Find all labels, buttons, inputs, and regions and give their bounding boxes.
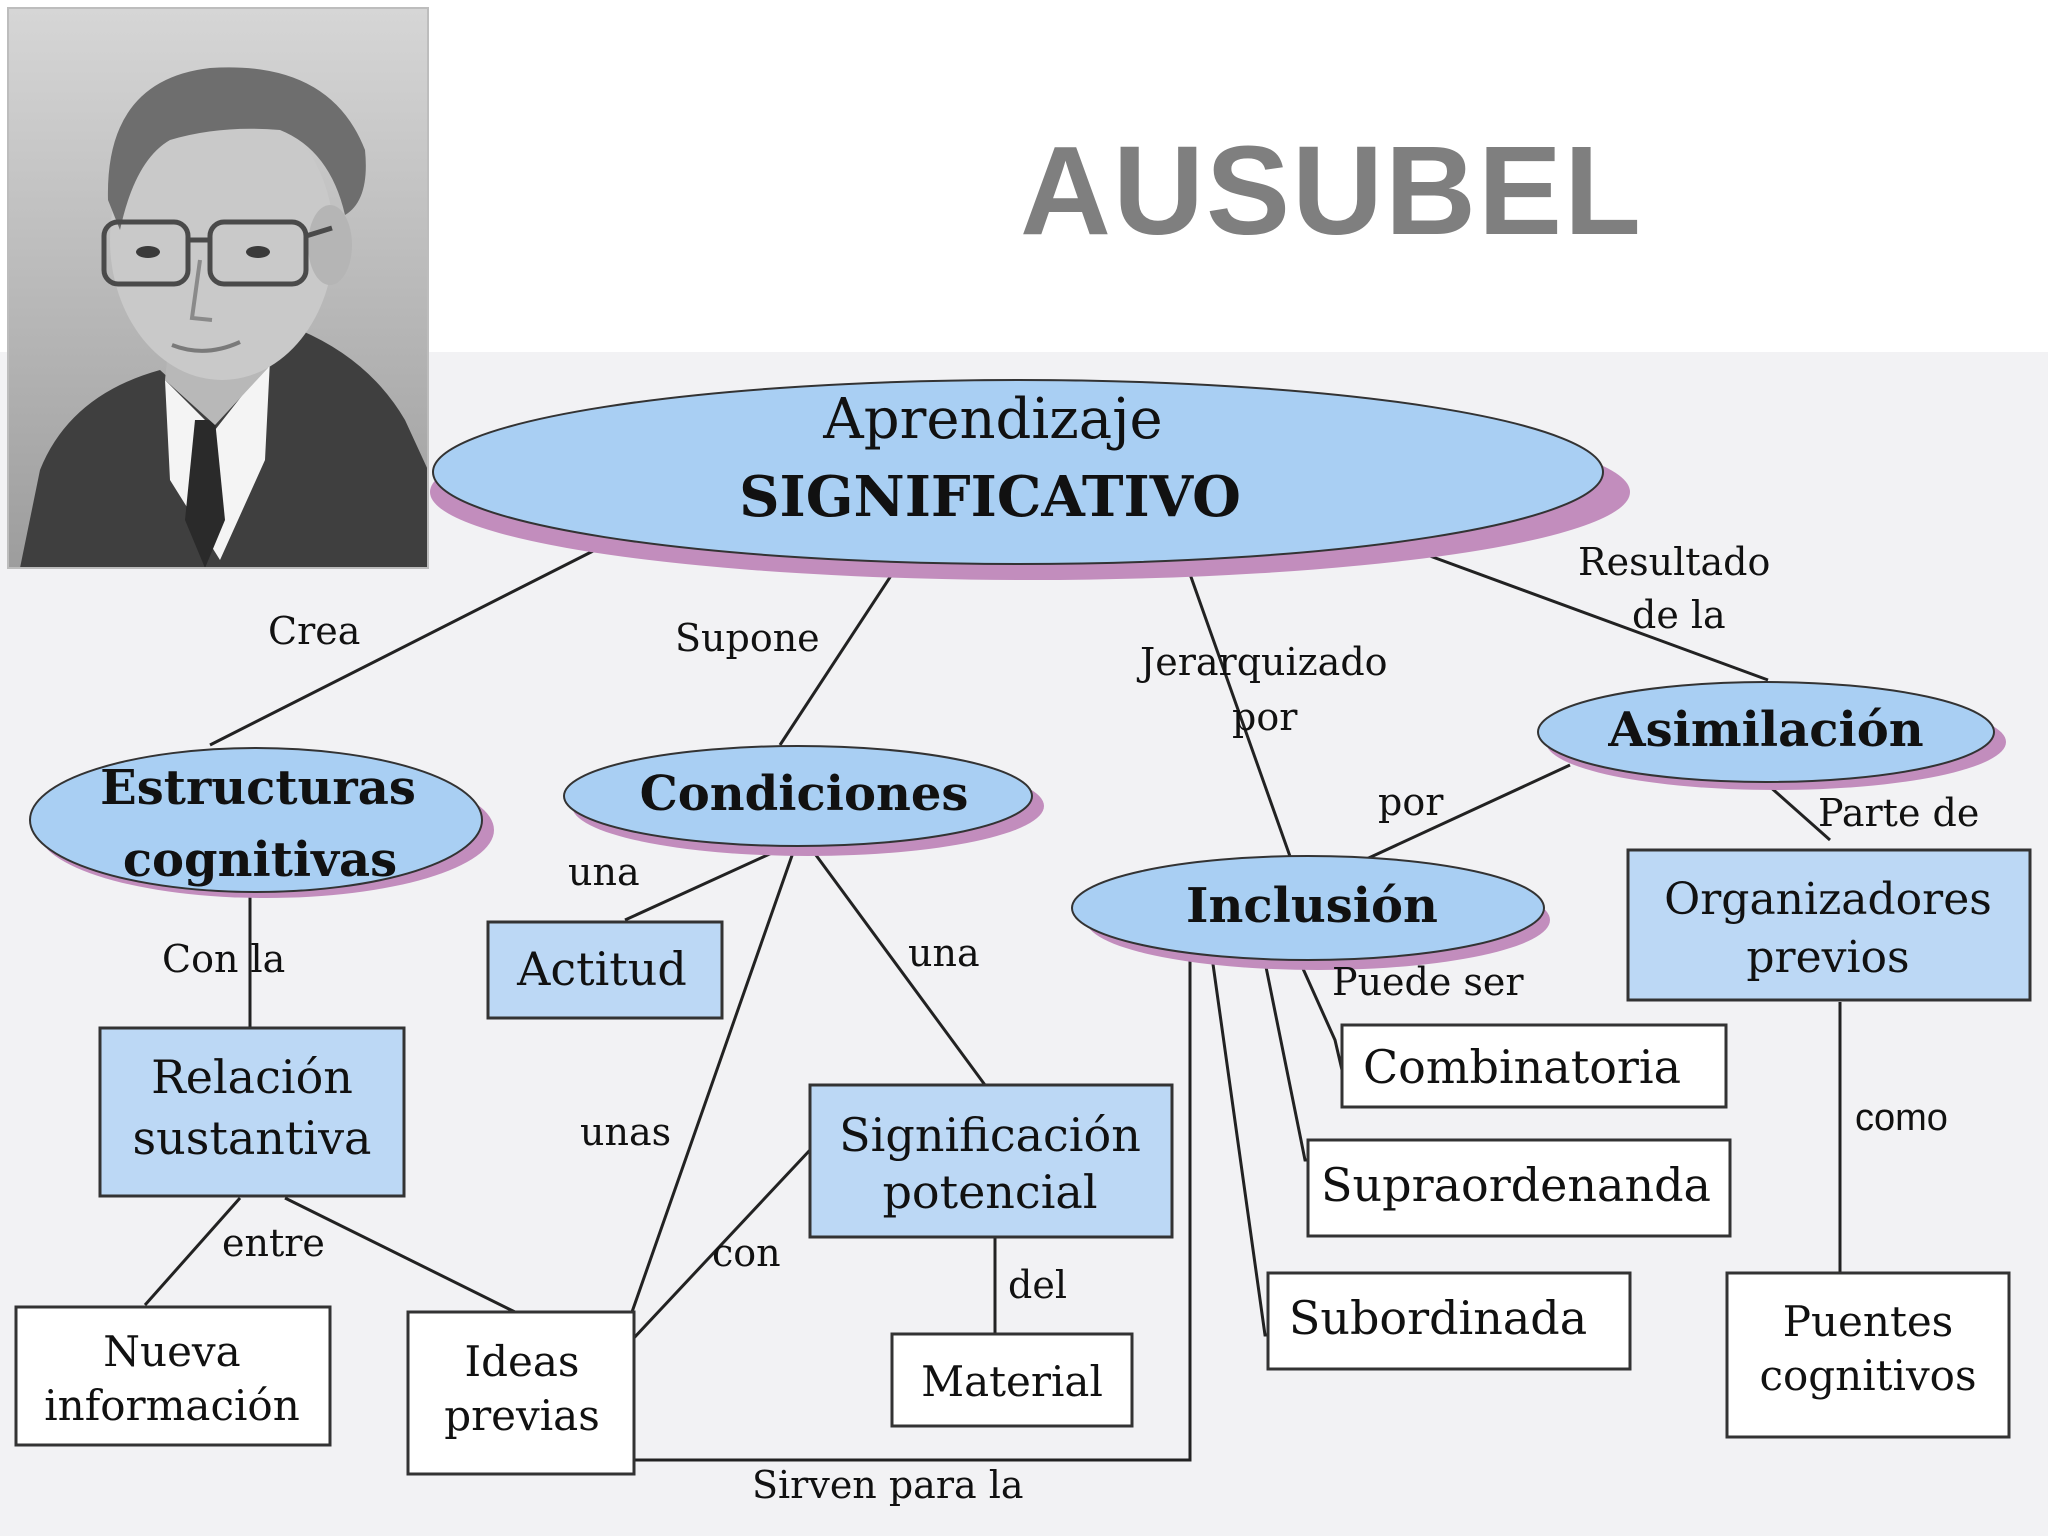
link-resultado-line1: Resultado xyxy=(1578,540,1770,584)
combinatoria-label: Combinatoria xyxy=(1363,1040,1681,1094)
link-con: con xyxy=(712,1231,781,1275)
line-crea xyxy=(209,543,606,747)
link-una-actitud: una xyxy=(568,850,640,894)
organizadores-line1: Organizadores xyxy=(1664,874,1992,925)
node-significacion-potencial: Significación potencial xyxy=(808,1083,1174,1239)
link-supone: Supone xyxy=(675,616,820,660)
link-con-la: Con la xyxy=(162,937,285,981)
link-jerarquizado-line1: Jerarquizado xyxy=(1136,640,1388,684)
link-entre: entre xyxy=(222,1221,325,1265)
node-combinatoria: Combinatoria xyxy=(1340,1023,1728,1109)
line-entre-nueva xyxy=(143,1197,242,1306)
asimilacion-label: Asimilación xyxy=(1607,702,1923,758)
ideas-line2: previas xyxy=(444,1391,600,1440)
link-como: como xyxy=(1855,1097,1948,1139)
inclusion-label: Inclusión xyxy=(1186,878,1438,934)
node-inclusion: Inclusión xyxy=(1071,855,1550,970)
organizadores-line2: previos xyxy=(1746,932,1909,983)
line-unas xyxy=(630,846,797,1313)
supraordenanda-label: Supraordenanda xyxy=(1321,1158,1711,1212)
node-actitud: Actitud xyxy=(486,920,724,1020)
link-puede-ser: Puede ser xyxy=(1332,960,1524,1004)
estructuras-line2: cognitivas xyxy=(123,832,397,888)
nueva-line1: Nueva xyxy=(103,1327,240,1376)
node-asimilacion: Asimilación xyxy=(1537,681,2006,790)
link-jerarquizado-line2: por xyxy=(1232,695,1298,739)
line-entre-ideas xyxy=(284,1196,516,1314)
node-condiciones: Condiciones xyxy=(563,745,1044,856)
relacion-line1: Relación xyxy=(151,1050,353,1104)
slide-title: AUSUBEL xyxy=(1020,120,1644,261)
main-node: Aprendizaje SIGNIFICATIVO xyxy=(430,379,1630,580)
line-con xyxy=(630,1148,812,1342)
significacion-line2: potencial xyxy=(882,1165,1097,1219)
nueva-line2: información xyxy=(44,1381,300,1430)
node-puentes-cognitivos: Puentes cognitivos xyxy=(1725,1271,2011,1439)
puentes-line1: Puentes xyxy=(1783,1297,1954,1346)
line-resultado xyxy=(1399,543,1769,682)
significacion-line1: Significación xyxy=(839,1108,1141,1162)
link-crea: Crea xyxy=(268,609,360,653)
line-sirven-para-la xyxy=(632,957,1192,1462)
puentes-line2: cognitivos xyxy=(1759,1351,1976,1400)
subordinada-label: Subordinada xyxy=(1289,1291,1587,1345)
line-por xyxy=(1359,763,1571,864)
node-supraordenanda: Supraordenanda xyxy=(1306,1138,1732,1238)
link-labels: Crea Supone Jerarquizado por Resultado d… xyxy=(162,540,1979,1507)
node-ideas-previas: Ideas previas xyxy=(406,1310,636,1476)
link-sirven-para-la: Sirven para la xyxy=(752,1463,1024,1507)
main-node-line2: SIGNIFICATIVO xyxy=(739,464,1241,530)
main-node-line1: Aprendizaje xyxy=(822,387,1162,452)
node-relacion-sustantiva: Relación sustantiva xyxy=(98,1026,406,1198)
line-parte-de xyxy=(1767,783,1831,842)
link-parte-de: Parte de xyxy=(1818,791,1979,835)
link-unas: unas xyxy=(580,1110,671,1154)
relacion-line2: sustantiva xyxy=(133,1111,372,1165)
person-portrait-icon xyxy=(7,7,429,569)
line-una-significacion xyxy=(808,846,987,1086)
line-jerarquizado xyxy=(1183,559,1294,863)
line-to-combinatoria xyxy=(1298,961,1344,1071)
actitud-label: Actitud xyxy=(516,942,687,996)
condiciones-label: Condiciones xyxy=(640,766,969,822)
node-subordinada: Subordinada xyxy=(1266,1271,1632,1371)
link-una-significacion: una xyxy=(908,931,980,975)
line-supone xyxy=(778,564,900,746)
ideas-line1: Ideas xyxy=(465,1337,580,1386)
material-label: Material xyxy=(921,1357,1103,1406)
link-por: por xyxy=(1378,780,1444,824)
link-del: del xyxy=(1008,1263,1067,1307)
node-material: Material xyxy=(890,1332,1134,1428)
link-resultado-line2: de la xyxy=(1632,593,1726,637)
node-nueva-informacion: Nueva información xyxy=(14,1305,332,1447)
node-estructuras-cognitivas: Estructuras cognitivas xyxy=(29,747,494,898)
estructuras-line1: Estructuras xyxy=(100,760,416,816)
line-una-actitud xyxy=(624,845,786,922)
node-organizadores-previos: Organizadores previos xyxy=(1626,848,2032,1002)
